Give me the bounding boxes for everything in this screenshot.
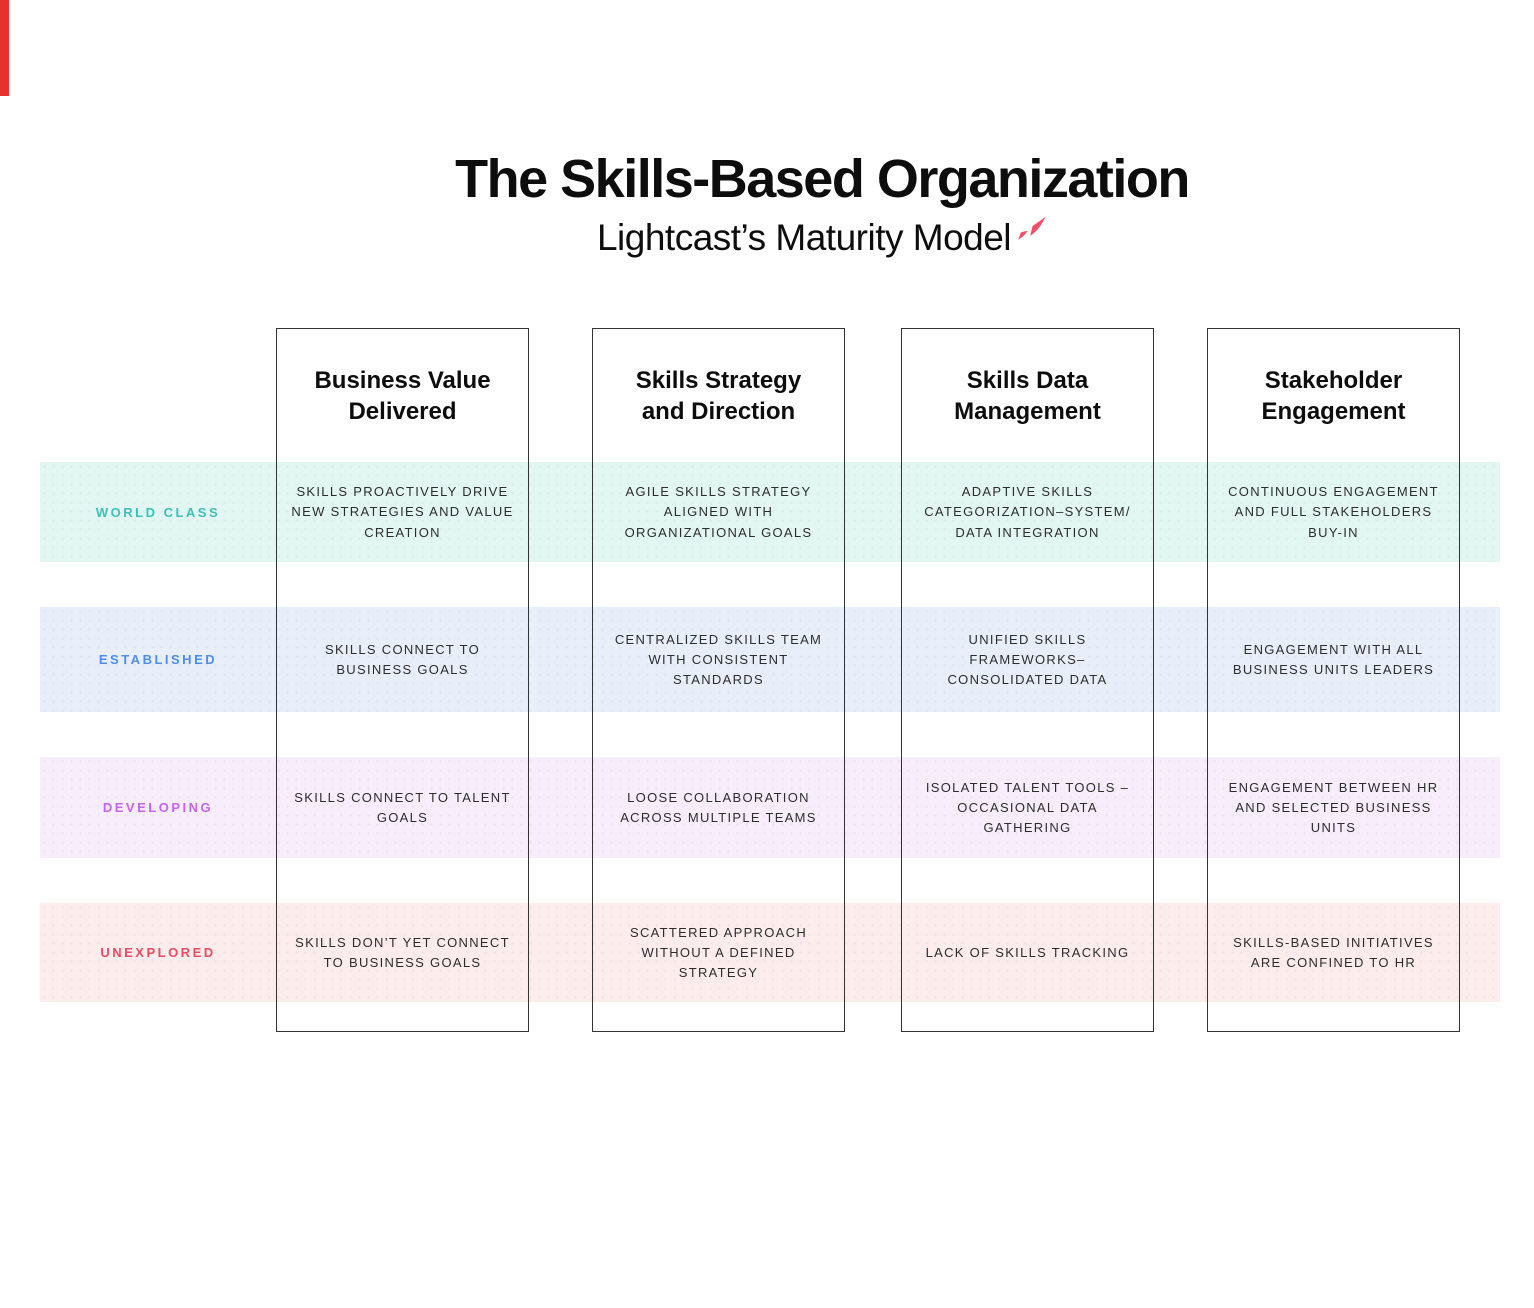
cell-developing-skills-data: ISOLATED TALENT TOOLS – OCCASIONAL DATA … <box>925 779 1130 836</box>
cell-world-class-skills-data: ADAPTIVE SKILLS CATEGORIZATION–SYSTEM/ D… <box>924 484 1131 540</box>
cell-world-class-stakeholder: CONTINUOUS ENGAGEMENT AND FULL STAKEHOLD… <box>1228 484 1439 540</box>
cell-unexplored-stakeholder: SKILLS-BASED INITIATIVES ARE CONFINED TO… <box>1233 934 1434 970</box>
row-band-established: ESTABLISHED <box>40 607 1500 712</box>
row-band-developing: DEVELOPING <box>40 757 1500 858</box>
column-header-label: Business Value Delivered <box>314 366 491 425</box>
cell-unexplored-business-value: SKILLS DON’T YET CONNECT TO BUSINESS GOA… <box>295 934 510 970</box>
cell-established-stakeholder: ENGAGEMENT WITH ALL BUSINESS UNITS LEADE… <box>1232 641 1435 677</box>
cell-unexplored-skills-strategy: SCATTERED APPROACH WITHOUT A DEFINED STR… <box>629 924 808 981</box>
cell-established-skills-data: UNIFIED SKILLS FRAMEWORKS– CONSOLIDATED … <box>947 631 1108 688</box>
column-header-label: Stakeholder Engagement <box>1261 366 1406 425</box>
row-label-world-class: WORLD CLASS <box>95 504 221 520</box>
column-skills-data-management: Skills Data Management ADAPTIVE SKILLS C… <box>901 328 1154 1032</box>
cell-developing-stakeholder: ENGAGEMENT BETWEEN HR AND SELECTED BUSIN… <box>1228 779 1439 836</box>
column-header-skills-data-management: Skills Data Management <box>902 329 1153 463</box>
cell-world-class-skills-strategy: AGILE SKILLS STRATEGY ALIGNED WITH ORGAN… <box>624 484 813 540</box>
column-header-business-value-delivered: Business Value Delivered <box>277 329 528 463</box>
subtitle-row: Lightcast’s Maturity Model <box>110 215 1534 260</box>
row-label-unexplored: UNEXPLORED <box>100 945 216 960</box>
page-subtitle: Lightcast’s Maturity Model <box>596 217 1012 259</box>
left-edge-red-bar <box>0 0 9 96</box>
column-stakeholder-engagement: Stakeholder Engagement CONTINUOUS ENGAGE… <box>1207 328 1460 1032</box>
row-band-unexplored: UNEXPLORED <box>40 903 1500 1002</box>
column-header-label: Skills Data Management <box>954 366 1101 425</box>
cell-established-skills-strategy: CENTRALIZED SKILLS TEAM WITH CONSISTENT … <box>614 631 823 688</box>
lightcast-logo-icon <box>1017 215 1047 248</box>
row-band-world-class: WORLD CLASS <box>40 462 1500 562</box>
column-skills-strategy-direction: Skills Strategy and Direction AGILE SKIL… <box>592 328 845 1032</box>
column-business-value-delivered: Business Value Delivered SKILLS PROACTIV… <box>276 328 529 1032</box>
row-label-established: ESTABLISHED <box>98 652 218 667</box>
cell-developing-business-value: SKILLS CONNECT TO TALENT GOALS <box>294 789 511 825</box>
header: The Skills-Based Organization Lightcast’… <box>110 149 1534 260</box>
cell-world-class-business-value: SKILLS PROACTIVELY DRIVE NEW STRATEGIES … <box>291 484 514 540</box>
column-header-stakeholder-engagement: Stakeholder Engagement <box>1208 329 1459 463</box>
cell-developing-skills-strategy: LOOSE COLLABORATION ACROSS MULTIPLE TEAM… <box>620 789 817 825</box>
column-header-skills-strategy-direction: Skills Strategy and Direction <box>593 329 844 463</box>
cell-established-business-value: SKILLS CONNECT TO BUSINESS GOALS <box>324 641 481 677</box>
cell-unexplored-skills-data: LACK OF SKILLS TRACKING <box>925 944 1130 960</box>
page-title: The Skills-Based Organization <box>455 149 1190 209</box>
column-header-label: Skills Strategy and Direction <box>635 366 802 425</box>
row-label-developing: DEVELOPING <box>102 800 214 815</box>
